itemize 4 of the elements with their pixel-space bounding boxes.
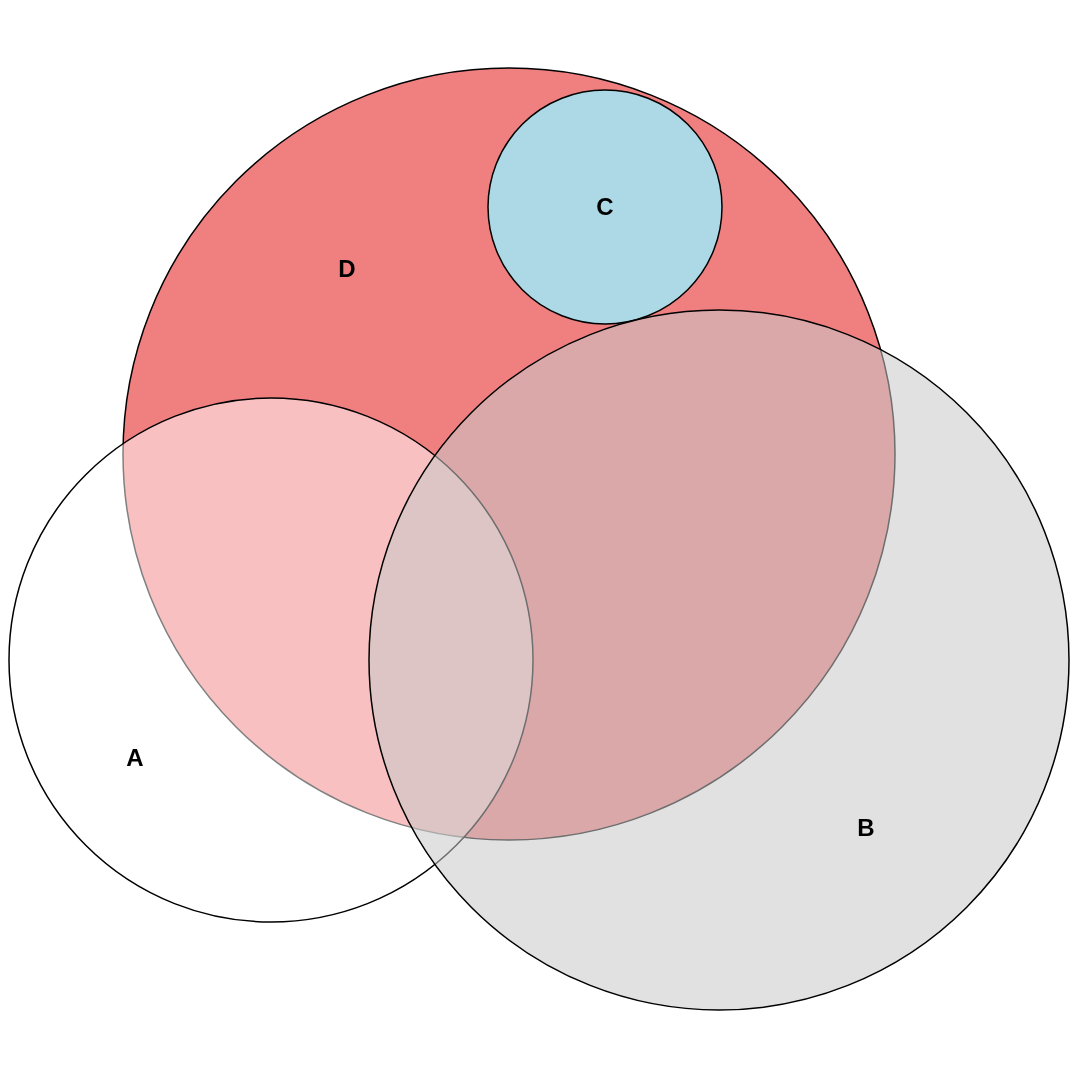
- set-label: B: [857, 816, 875, 840]
- set-label: D: [338, 257, 356, 281]
- set-label: A: [126, 746, 144, 770]
- set-label: C: [596, 195, 614, 219]
